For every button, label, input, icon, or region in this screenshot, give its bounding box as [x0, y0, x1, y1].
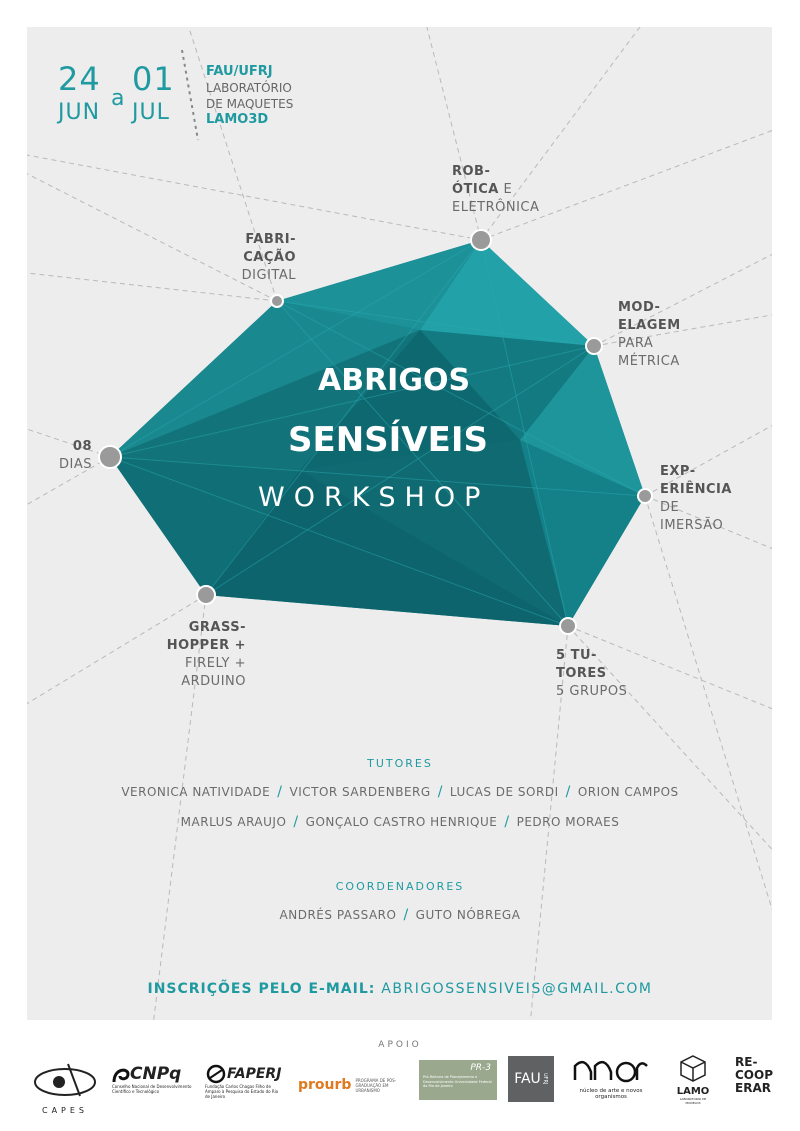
- node-experiencia: [637, 488, 653, 504]
- node-robotica: [470, 229, 492, 251]
- registration-label: INSCRIÇÕES PELO E-MAIL:: [147, 981, 376, 997]
- date-connector: a: [111, 86, 125, 111]
- tutor-name: PEDRO MORAES: [516, 815, 620, 829]
- prourb-logo: prourb PROGRAMA DE PÓS-GRADUAÇÃO EM URBA…: [298, 1077, 397, 1093]
- venue-lab-name: LAMO3D: [206, 112, 269, 127]
- venue-school: FAU/UFRJ: [206, 64, 273, 79]
- venue: FAU/UFRJ LABORATÓRIO DE MAQUETES LAMO3D: [206, 64, 293, 128]
- label-tutores: 5 TU- TORES 5 GRUPOS: [556, 648, 628, 699]
- label-dias: 08 DIAS: [59, 439, 92, 472]
- label-fabricacao: FABRI- CAÇÃO DIGITAL: [241, 232, 296, 283]
- nano-logo: núcleo de arte e novos organismos: [570, 1058, 652, 1104]
- sponsors-heading: APOIO: [378, 1040, 422, 1050]
- node-tutores: [559, 617, 577, 635]
- tutor-name: VERONICA NATIVIDADE: [121, 785, 271, 799]
- venue-lab-2: DE MAQUETES: [206, 97, 294, 111]
- polygon-facets: [110, 240, 645, 626]
- label-robotica: ROB- ÓTICA E ELETRÔNICA: [452, 164, 540, 215]
- coordinators-heading: COORDENADORES: [335, 880, 465, 893]
- pr3-logo: PR-3 Pró-Reitoria de Planejamento e Dese…: [419, 1060, 497, 1100]
- start-day: 24: [58, 60, 101, 98]
- capes-logo: CAPES: [32, 1058, 98, 1118]
- tutors-row-1: VERONICA NATIVIDADE/VICTOR SARDENBERG/LU…: [121, 784, 679, 800]
- faperj-swirl-icon: [206, 1064, 226, 1084]
- tutors-heading: TUTORES: [367, 757, 433, 770]
- tutor-name: MARLUS ARAUJO: [180, 815, 287, 829]
- node-dias: [98, 445, 122, 469]
- date-divider: [181, 49, 199, 141]
- title-line-2: SENSÍVEIS: [288, 420, 488, 460]
- coordinator-name: GUTO NÓBREGA: [415, 908, 521, 922]
- coordinator-name: ANDRÉS PASSARO: [279, 908, 397, 922]
- tutor-name: GONÇALO CASTRO HENRIQUE: [305, 815, 498, 829]
- lamo-cube-icon: [680, 1055, 706, 1082]
- tutors-row-2: MARLUS ARAUJO/GONÇALO CASTRO HENRIQUE/PE…: [180, 814, 620, 830]
- lamo-logo: LAMO LABORATÓRIO DE MODELOS: [672, 1054, 714, 1106]
- venue-lab-1: LABORATÓRIO: [206, 81, 292, 95]
- recooperar-logo: RE- COOP ERAR: [735, 1055, 774, 1095]
- faperj-logo: FAPERJ Fundação Carlos Chagas Filho de A…: [205, 1064, 282, 1099]
- end-month: JUL: [132, 100, 170, 125]
- registration-email[interactable]: ABRIGOSSENSIVEIS@GMAIL.COM: [381, 981, 653, 997]
- fau-logo: FAU UFRJ: [508, 1056, 554, 1102]
- registration: INSCRIÇÕES PELO E-MAIL: ABRIGOSSENSIVEIS…: [0, 981, 800, 997]
- label-experiencia: EXP- ERIÊNCIA DE IMERSÃO: [660, 464, 732, 533]
- cnpq-logo: CNPq Conselho Nacional de Desenvolviment…: [112, 1064, 192, 1094]
- node-grasshopper: [196, 585, 216, 605]
- capes-eye-icon: [34, 1063, 96, 1097]
- label-grasshopper: GRASS- HOPPER + FIRELY + ARDUINO: [166, 620, 246, 689]
- tutor-name: LUCAS DE SORDI: [449, 785, 559, 799]
- polygon-inner-lines: [109, 239, 646, 627]
- tutor-name: VICTOR SARDENBERG: [289, 785, 431, 799]
- coordinators-row: ANDRÉS PASSARO/GUTO NÓBREGA: [279, 907, 521, 923]
- label-modelagem: MOD- ELAGEM PARA MÉTRICA: [618, 300, 681, 369]
- end-day: 01: [132, 60, 175, 98]
- title-line-3: WORKSHOP: [258, 482, 490, 513]
- title-line-1: ABRIGOS: [318, 363, 471, 398]
- node-fabricacao: [270, 294, 284, 308]
- start-month: JUN: [58, 100, 101, 125]
- tutor-name: ORION CAMPOS: [577, 785, 679, 799]
- cnpq-mark-icon: [112, 1068, 130, 1083]
- nano-wave-icon: [573, 1060, 648, 1083]
- node-modelagem: [585, 337, 603, 355]
